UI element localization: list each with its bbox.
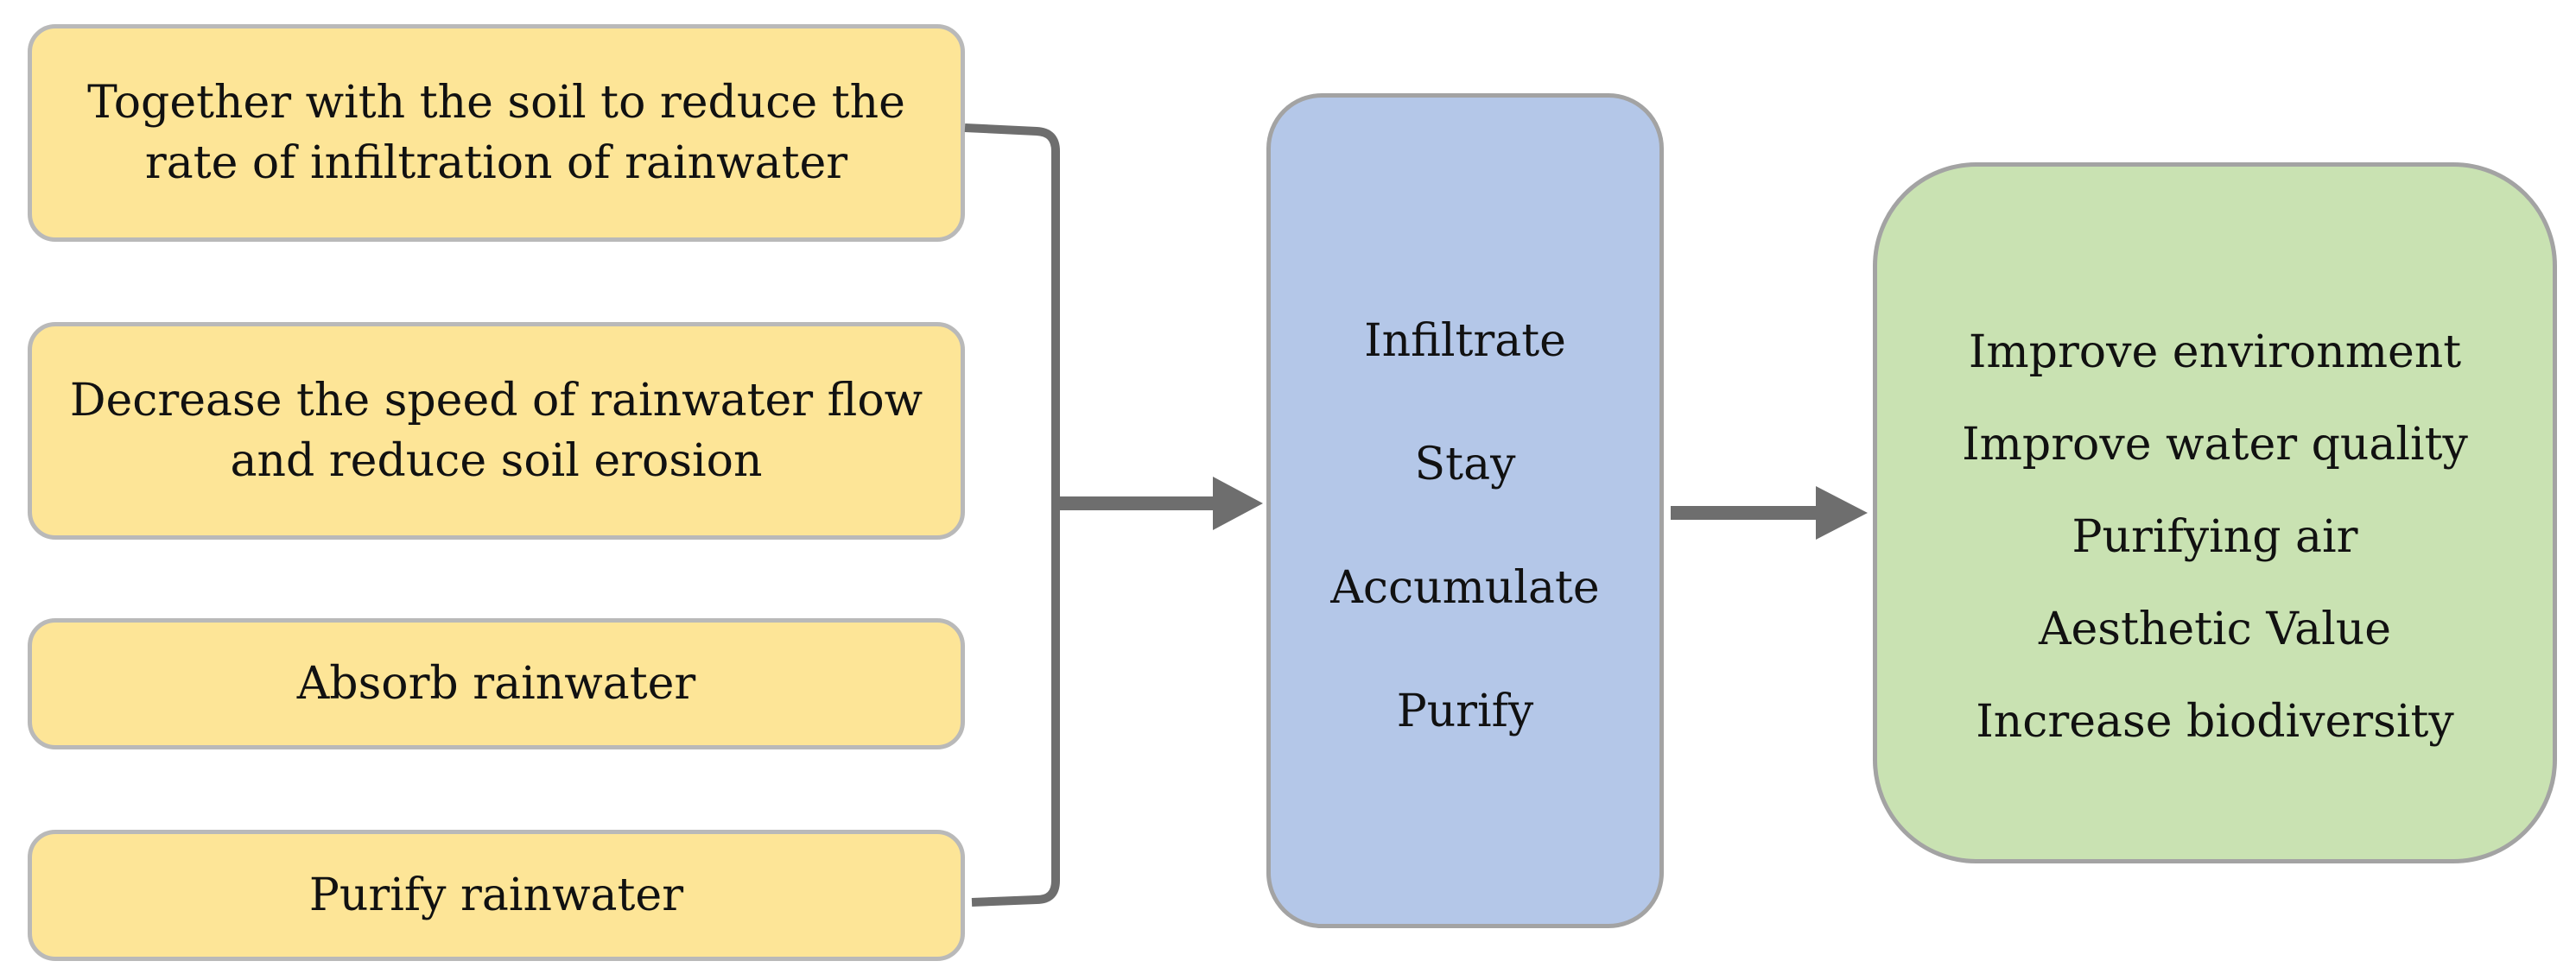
input-box-flow-speed: Decrease the speed of rainwater flow and… bbox=[28, 322, 965, 540]
arrow-head-to-process bbox=[1213, 477, 1263, 530]
input-box-text: Together with the soil to reduce the bbox=[87, 77, 905, 129]
input-box-purify: Purify rainwater bbox=[28, 830, 965, 961]
benefit-item: Improve environment bbox=[1968, 326, 2462, 378]
input-box-text: rate of infiltration of rainwater bbox=[144, 137, 848, 189]
input-box-text: and reduce soil erosion bbox=[230, 435, 763, 487]
arrow-head-to-benefits bbox=[1816, 486, 1868, 540]
benefit-item: Aesthetic Value bbox=[2038, 604, 2392, 655]
process-item: Infiltrate bbox=[1364, 315, 1566, 367]
benefit-box: Improve environment Improve water qualit… bbox=[1873, 162, 2557, 863]
input-box-absorb: Absorb rainwater bbox=[28, 618, 965, 749]
process-item: Purify bbox=[1396, 686, 1534, 737]
process-item: Accumulate bbox=[1330, 562, 1600, 614]
benefit-item: Purifying air bbox=[2072, 511, 2358, 563]
input-box-text: Purify rainwater bbox=[308, 869, 684, 921]
benefit-item: Increase biodiversity bbox=[1976, 696, 2454, 748]
input-box-soil-infiltration: Together with the soil to reduce the rat… bbox=[28, 24, 965, 242]
process-item: Stay bbox=[1414, 439, 1516, 490]
bracket-connector bbox=[964, 123, 1060, 907]
input-box-text: Decrease the speed of rainwater flow bbox=[69, 375, 923, 427]
process-box: Infiltrate Stay Accumulate Purify bbox=[1266, 93, 1664, 928]
input-box-text: Absorb rainwater bbox=[296, 658, 696, 710]
benefit-item: Improve water quality bbox=[1962, 419, 2468, 471]
